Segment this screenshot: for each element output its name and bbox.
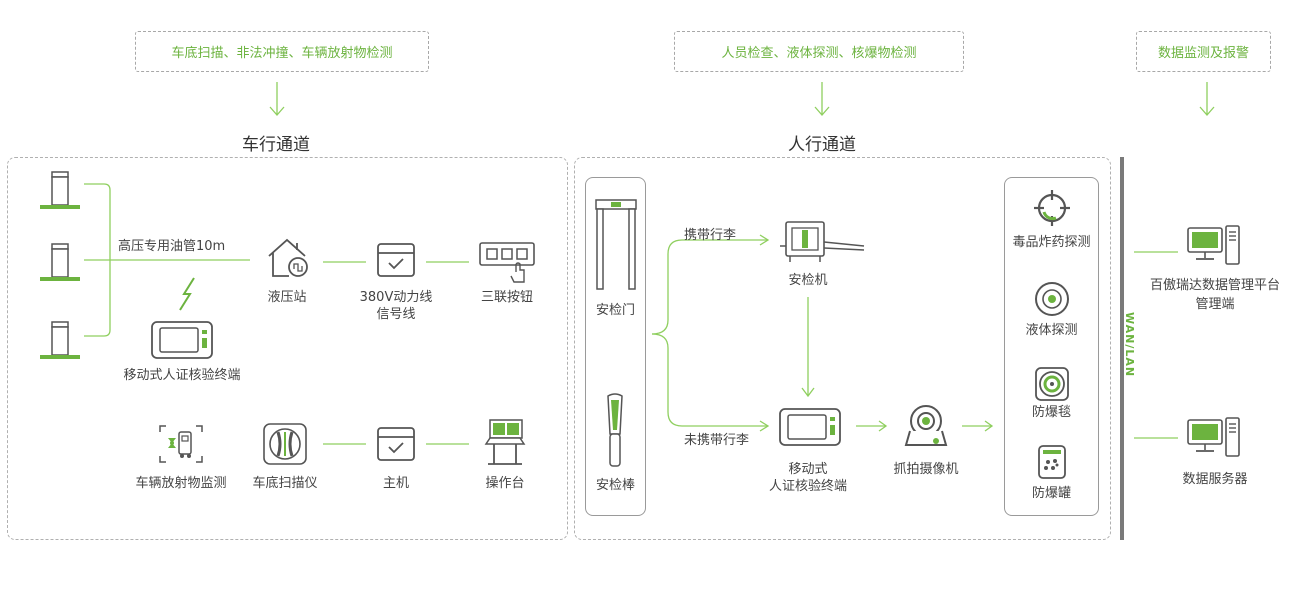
tablet-terminal-icon xyxy=(779,408,841,446)
bollard-icon xyxy=(40,171,80,209)
computer-icon xyxy=(1187,225,1240,265)
radiation-scanner-icon xyxy=(159,425,203,463)
blast-can-icon xyxy=(1038,445,1066,479)
console-desk-icon xyxy=(484,419,526,465)
drug-detect-label: 毒品炸药探测 xyxy=(1012,235,1091,250)
tablet-terminal-icon xyxy=(151,321,213,359)
person-channel-title: 人行通道 xyxy=(788,135,856,155)
with-luggage-label: 携带行李 xyxy=(684,228,737,243)
hydraulic-label: 液压站 xyxy=(267,290,307,305)
vehicle-terminal-label: 移动式人证核验终端 xyxy=(123,368,241,383)
lightning-icon xyxy=(179,277,195,311)
camera-label: 抓拍摄像机 xyxy=(893,462,959,477)
host-label: 主机 xyxy=(382,476,409,491)
person-terminal-label-1: 移动式 xyxy=(788,462,828,477)
xray-machine-icon xyxy=(780,221,865,262)
person-terminal-label-2: 人证核验终端 xyxy=(768,479,847,494)
server-label: 数据服务器 xyxy=(1182,472,1248,487)
bollard-icon xyxy=(40,321,80,359)
blanket-label: 防爆毯 xyxy=(1031,405,1071,420)
signal-line-label: 信号线 xyxy=(376,307,416,322)
liquid-detect-label: 液体探测 xyxy=(1025,323,1078,338)
console-label: 操作台 xyxy=(485,476,525,491)
undercar-scanner-label: 车底扫描仪 xyxy=(252,476,318,491)
computer-icon xyxy=(1187,417,1240,457)
undercar-scanner-icon xyxy=(263,423,307,465)
vehicle-channel-title: 车行通道 xyxy=(242,135,310,155)
bollard-icon xyxy=(40,243,80,281)
triple-button-icon xyxy=(479,242,535,283)
radiation-label: 车辆放射物监测 xyxy=(135,476,227,491)
can-label: 防爆罐 xyxy=(1031,486,1071,501)
gate-label: 安检门 xyxy=(595,303,635,318)
without-luggage-label: 未携带行李 xyxy=(684,433,750,448)
wand-label: 安检棒 xyxy=(595,478,635,493)
house-hydraulic-icon xyxy=(268,238,308,277)
vehicle-features-tag: 车底扫描、非法冲撞、车辆放射物检测 xyxy=(135,31,429,72)
box-check-icon xyxy=(377,427,415,461)
network-label: WAN/LAN xyxy=(1123,312,1136,378)
liquid-detector-icon xyxy=(1035,282,1069,316)
box-check-icon xyxy=(377,243,415,277)
pipe-label: 高压专用油管10m xyxy=(118,239,226,254)
vehicle-channel-panel xyxy=(7,157,568,540)
detector-group xyxy=(1004,177,1099,516)
wand-icon xyxy=(607,393,623,467)
xray-label: 安检机 xyxy=(788,273,828,288)
blast-blanket-icon xyxy=(1035,367,1069,401)
dome-camera-icon xyxy=(904,405,948,446)
platform-label-2: 管理端 xyxy=(1195,297,1235,312)
power-line-label: 380V动力线 xyxy=(359,290,433,305)
person-features-tag: 人员检查、液体探测、核爆物检测 xyxy=(674,31,964,72)
gate-wand-group xyxy=(585,177,646,516)
triple-button-label: 三联按钮 xyxy=(480,290,533,305)
network-bus xyxy=(1120,157,1124,540)
data-features-tag: 数据监测及报警 xyxy=(1136,31,1271,72)
crosshair-icon xyxy=(1034,190,1070,226)
person-channel-panel xyxy=(574,157,1111,540)
metal-gate-icon xyxy=(595,199,637,290)
platform-label-1: 百傲瑞达数据管理平台 xyxy=(1149,278,1280,293)
